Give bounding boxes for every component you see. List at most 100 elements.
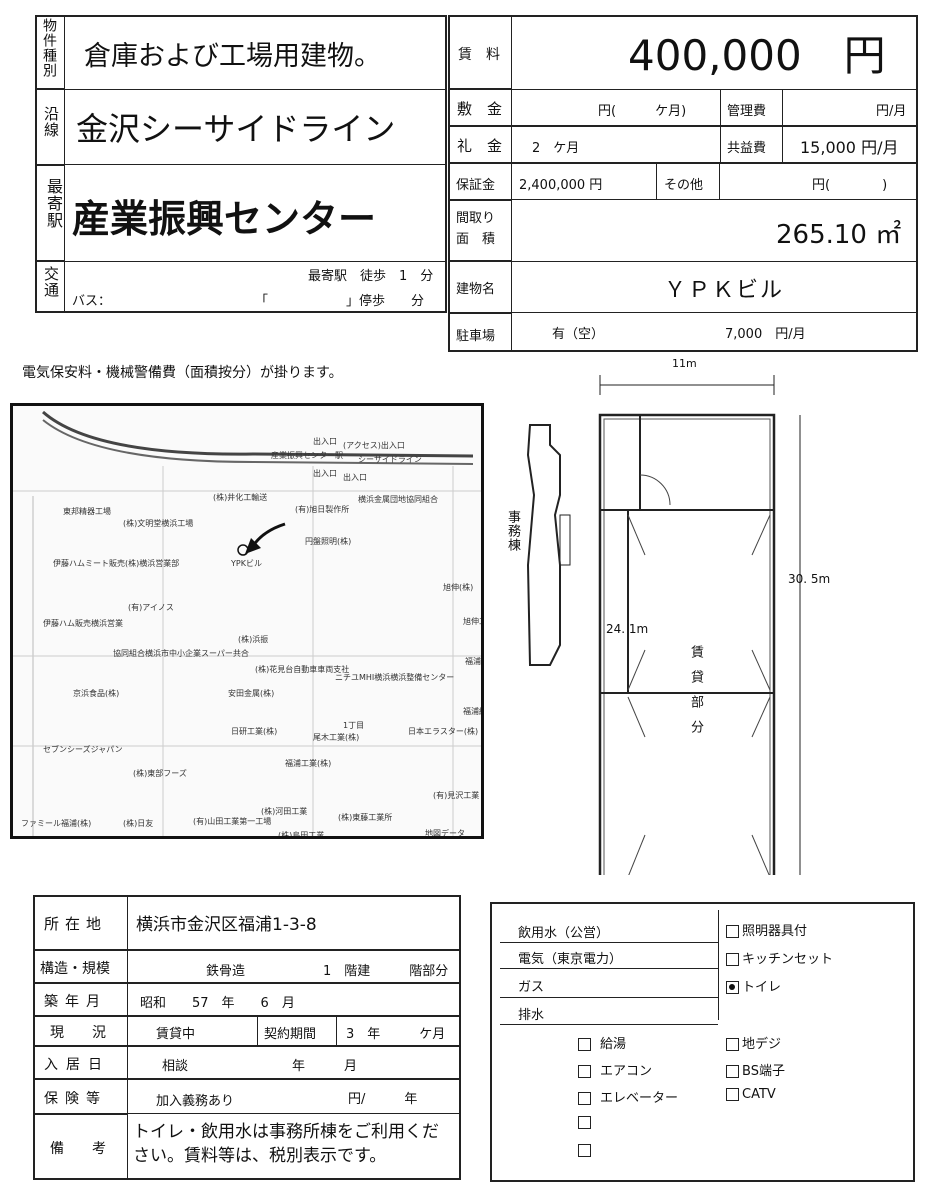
map-label: ニチユMHI横浜横浜整備センター [335, 673, 455, 682]
property-type-label-cell [35, 15, 65, 89]
access-label: 交通 [42, 266, 60, 298]
access-bus-stop: 「 」停歩 分 [255, 294, 425, 309]
map-label: セブンシーズジャパン [43, 745, 123, 754]
movein-label-cell [33, 1046, 128, 1079]
rent-value: 400,000 円 [628, 31, 886, 80]
feature-checkbox-row[interactable]: 照明器具付 [726, 920, 807, 939]
map-label: 1丁目 [343, 721, 365, 730]
checkbox-icon[interactable] [578, 1092, 591, 1105]
plan-inner-label: 24. 1m [606, 622, 649, 636]
utilities-left-divider [718, 910, 719, 1020]
checkbox-checked-icon[interactable] [726, 981, 739, 994]
insurance-fee: 円/ 年 [348, 1092, 418, 1107]
common-value: 15,000 円/月 [800, 138, 899, 157]
contract-label-cell [257, 1016, 337, 1046]
map-label: (株)浜振 [238, 635, 269, 644]
utility-item: 電気（東京電力） [518, 952, 623, 967]
rent-label-cell [448, 15, 512, 89]
area-value: 265.10 ㎡ [776, 220, 902, 250]
equip-checkbox-row[interactable] [578, 1115, 594, 1130]
building-label-cell [448, 261, 512, 313]
guarantee-value: 2,400,000 円 [519, 178, 603, 193]
building-label: 建物名 [456, 282, 496, 297]
map-label: (有)旭日製作所 [295, 505, 350, 514]
other-value: 円( ) [812, 178, 888, 193]
structure-value: 鉄骨造 1 階建 階部分 [206, 964, 449, 979]
contract-value: 3 年 ケ月 [346, 1027, 446, 1042]
map-label: (有)アイノス [128, 603, 174, 612]
feature-checkbox-row[interactable]: CATV [726, 1087, 776, 1102]
map-label: 福浦工業(株) [285, 759, 332, 768]
keymoney-row [448, 126, 918, 163]
map-label: (株)花見台自動車車両支社 [255, 665, 350, 674]
map-label: 出入口 [313, 469, 337, 478]
mgmt-value: 円/月 [876, 104, 907, 119]
map-label: YPKビル [231, 559, 262, 568]
utility-line [500, 968, 718, 969]
map-label: 伊藤ハムミート販売(株)横浜営業部 [53, 559, 180, 568]
map-label: 日本エラスター(株) [408, 727, 479, 736]
map-label: (株)東藤工業所 [338, 813, 393, 822]
map-label: 旭伸工業 [463, 617, 481, 626]
map-label: (アクセス)出入口 [343, 441, 405, 450]
checkbox-icon[interactable] [578, 1116, 591, 1129]
map-label: 横浜金属団地協同組合 [358, 495, 438, 504]
checkbox-icon[interactable] [726, 925, 739, 938]
guarantee-label: 保証金 [456, 178, 496, 193]
equip-checkbox-row[interactable]: エレベーター [578, 1087, 678, 1106]
plan-length-label: 30. 5m [788, 572, 831, 586]
other-label: その他 [664, 178, 704, 193]
line-label: 沿線 [42, 106, 60, 138]
checkbox-icon[interactable] [726, 953, 739, 966]
insurance-label: 保険等 [44, 1091, 107, 1107]
map-label: 京浜食品(株) [73, 689, 120, 698]
map-label: 尾木工業(株) [313, 733, 360, 742]
map-roads [13, 410, 481, 836]
map-label: 円盤照明(株) [305, 537, 352, 546]
checkbox-icon[interactable] [578, 1144, 591, 1157]
map-label: 伊藤ハム販売横浜営業 [43, 619, 123, 628]
map-label: 日研工業(株) [231, 727, 278, 736]
built-label-cell [33, 983, 128, 1016]
feature-checkbox-row[interactable]: キッチンセット [726, 948, 833, 967]
built-value: 昭和 57 年 6 月 [140, 996, 295, 1011]
mgmt-label: 管理費 [727, 104, 767, 119]
plan-rent-label: 賃貸部分 [688, 645, 703, 745]
map-label: 地図データ [425, 829, 465, 838]
top-right-table [448, 15, 918, 352]
movein-value: 相談 年 月 [162, 1059, 358, 1074]
checkbox-icon[interactable] [578, 1065, 591, 1078]
map-label: 出入口 [343, 473, 367, 482]
equip-checkbox-row[interactable]: 給湯 [578, 1033, 626, 1052]
structure-label-cell [33, 950, 128, 983]
equip-checkbox-row[interactable]: エアコン [578, 1060, 652, 1079]
feature-checkbox-row[interactable]: トイレ [726, 976, 781, 995]
map-label: (株)文明堂横浜工場 [123, 519, 194, 528]
contract-label: 契約期間 [264, 1027, 317, 1042]
deposit-value: 円( ケ月) [598, 104, 687, 119]
feature-checkbox-row[interactable]: BS端子 [726, 1060, 785, 1079]
rent-label: 賃 料 [458, 47, 500, 63]
utility-line [500, 942, 718, 943]
map-label: (株)東部フーズ [133, 769, 187, 778]
building-value: ＹＰＫビル [664, 278, 785, 303]
feature-checkbox-row[interactable]: 地デジ [726, 1033, 781, 1052]
map-label: 協同組合横浜市中小企業スーパー共合 [113, 649, 249, 658]
station-label-cell [35, 165, 65, 261]
other-label-cell [656, 163, 720, 200]
key-money-label: 礼 金 [457, 137, 503, 155]
parking-label-cell [448, 313, 512, 352]
address-label-cell [33, 895, 128, 950]
location-map: 出入口 (アクセス)出入口 産業振興センター駅 シーサイドライン 出入口 出入口… [10, 403, 484, 839]
status-label: 現 況 [50, 1025, 106, 1041]
map-label: (有)山田工業第一工場 [193, 817, 272, 826]
checkbox-icon[interactable] [726, 1038, 739, 1051]
checkbox-icon[interactable] [726, 1088, 739, 1101]
map-label: 安田金属(株) [228, 689, 275, 698]
checkbox-icon[interactable] [726, 1065, 739, 1078]
note-text: 電気保安料・機械警備費（面積按分）が掛ります。 [22, 365, 343, 381]
map-label: 旭伸(株) [443, 583, 474, 592]
equip-checkbox-row[interactable] [578, 1143, 594, 1158]
utilities-box [490, 902, 915, 1182]
checkbox-icon[interactable] [578, 1038, 591, 1051]
